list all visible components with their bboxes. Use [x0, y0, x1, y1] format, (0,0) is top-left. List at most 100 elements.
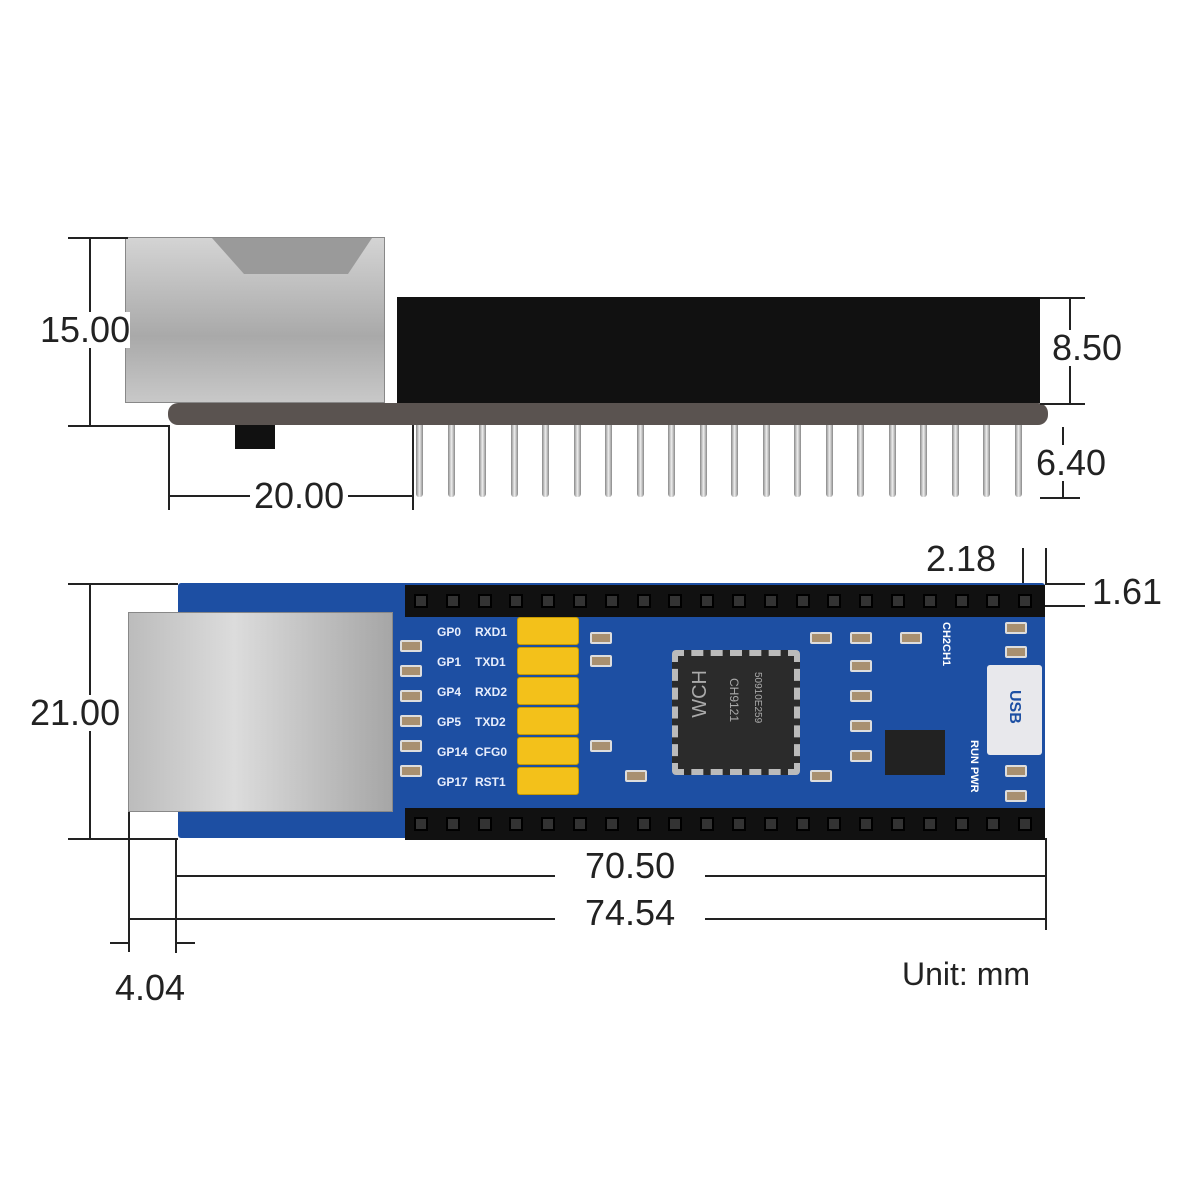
header-hole: [986, 817, 1001, 831]
smd-component: [850, 720, 872, 732]
smd-component: [810, 770, 832, 782]
smd-component: [850, 750, 872, 762]
smd-component: [1005, 790, 1027, 802]
smd-component: [850, 660, 872, 672]
header-hole: [604, 594, 619, 608]
header-hole: [827, 594, 842, 608]
chip-brand: WCH: [689, 670, 711, 718]
header-pin: [920, 425, 927, 497]
header-hole: [541, 594, 556, 608]
usb-connector: [987, 665, 1042, 755]
header-hole: [763, 817, 778, 831]
voltage-regulator: [885, 730, 945, 775]
header-row-bottom: [405, 808, 1045, 840]
dim-rj45-overhang: 4.04: [115, 967, 186, 1008]
pin-label: RST1: [475, 775, 506, 789]
dim-offset-20: 20.00: [250, 478, 349, 514]
header-hole: [954, 594, 969, 608]
smd-component: [850, 632, 872, 644]
header-row-top: [405, 585, 1045, 617]
header-pin: [951, 425, 959, 497]
header-hole: [891, 817, 905, 831]
header-pin: [479, 425, 486, 497]
jumper[interactable]: [517, 677, 579, 705]
smd-component: [590, 632, 612, 644]
header-hole: [795, 594, 810, 608]
female-header-side: [397, 297, 1040, 403]
header-pin: [888, 425, 896, 497]
dim-pitch-y: 1.61: [1092, 571, 1163, 612]
header-hole: [509, 817, 524, 831]
smd-component: [900, 632, 922, 644]
pin-label: CFG0: [475, 745, 508, 759]
unit-label: Unit: mm: [902, 956, 1030, 992]
usb-label: USB: [1006, 690, 1023, 724]
header-pin: [825, 425, 833, 497]
pin-label: TXD2: [475, 715, 506, 729]
jumper[interactable]: [517, 707, 579, 735]
smd-component: [400, 765, 422, 777]
pin-label: GP1: [437, 655, 462, 669]
header-hole: [414, 817, 428, 831]
header-hole: [668, 594, 683, 608]
dim-pitch-x: 2.18: [926, 538, 997, 579]
smd-component: [400, 640, 422, 652]
smd-component: [400, 690, 422, 702]
smd-component: [400, 665, 422, 677]
smd-component: [850, 690, 872, 702]
dim-height-15: 15.00: [40, 309, 131, 350]
header-hole: [477, 594, 492, 608]
header-hole: [732, 594, 746, 608]
smd-component: [810, 632, 832, 644]
header-hole: [636, 594, 651, 608]
header-hole: [509, 594, 524, 608]
smd-component: [590, 740, 612, 752]
header-hole: [668, 817, 683, 831]
rj45-jack: [128, 612, 393, 812]
smd-component: [590, 655, 612, 667]
led-label-bottom: RUN PWR: [968, 740, 980, 793]
dim-total-length: 74.54: [555, 895, 706, 931]
component-side: [235, 425, 275, 449]
header-hole: [573, 817, 587, 831]
pin-label: GP17: [437, 775, 468, 789]
smd-component: [1005, 765, 1027, 777]
pin-label: GP14: [437, 745, 468, 759]
chip-model: CH9121: [727, 678, 741, 723]
pin-label: RXD2: [475, 685, 508, 699]
smd-component: [400, 740, 422, 752]
pcb-edge: [168, 403, 1048, 425]
header-hole: [700, 594, 715, 608]
jumper[interactable]: [517, 647, 579, 675]
header-hole: [795, 817, 810, 831]
pin-label: GP4: [437, 685, 462, 699]
header-pin: [636, 425, 644, 497]
header-pin: [573, 425, 581, 497]
header-hole: [732, 817, 746, 831]
header-pin: [447, 425, 455, 497]
header-pin: [542, 425, 549, 497]
smd-component: [1005, 646, 1027, 658]
jumper[interactable]: [517, 737, 579, 765]
led-label-top: CH2CH1: [940, 622, 952, 667]
header-hole: [859, 594, 874, 608]
smd-component: [1005, 622, 1027, 634]
pin-label: GP0: [437, 625, 462, 639]
pin-label: TXD1: [475, 655, 506, 669]
jumper[interactable]: [517, 617, 579, 645]
header-pin: [857, 425, 864, 497]
jumper[interactable]: [517, 767, 579, 795]
header-pin: [762, 425, 770, 497]
chip-code: 50910E259: [752, 672, 763, 724]
header-hole: [573, 594, 587, 608]
header-pin: [731, 425, 738, 497]
dim-pin-length: 6.40: [1036, 442, 1107, 483]
header-hole: [891, 594, 905, 608]
header-hole: [541, 817, 556, 831]
pin-label: GP5: [437, 715, 462, 729]
header-hole: [954, 817, 969, 831]
smd-component: [625, 770, 647, 782]
dim-width-21: 21.00: [30, 692, 121, 733]
header-hole: [859, 817, 874, 831]
smd-component: [400, 715, 422, 727]
